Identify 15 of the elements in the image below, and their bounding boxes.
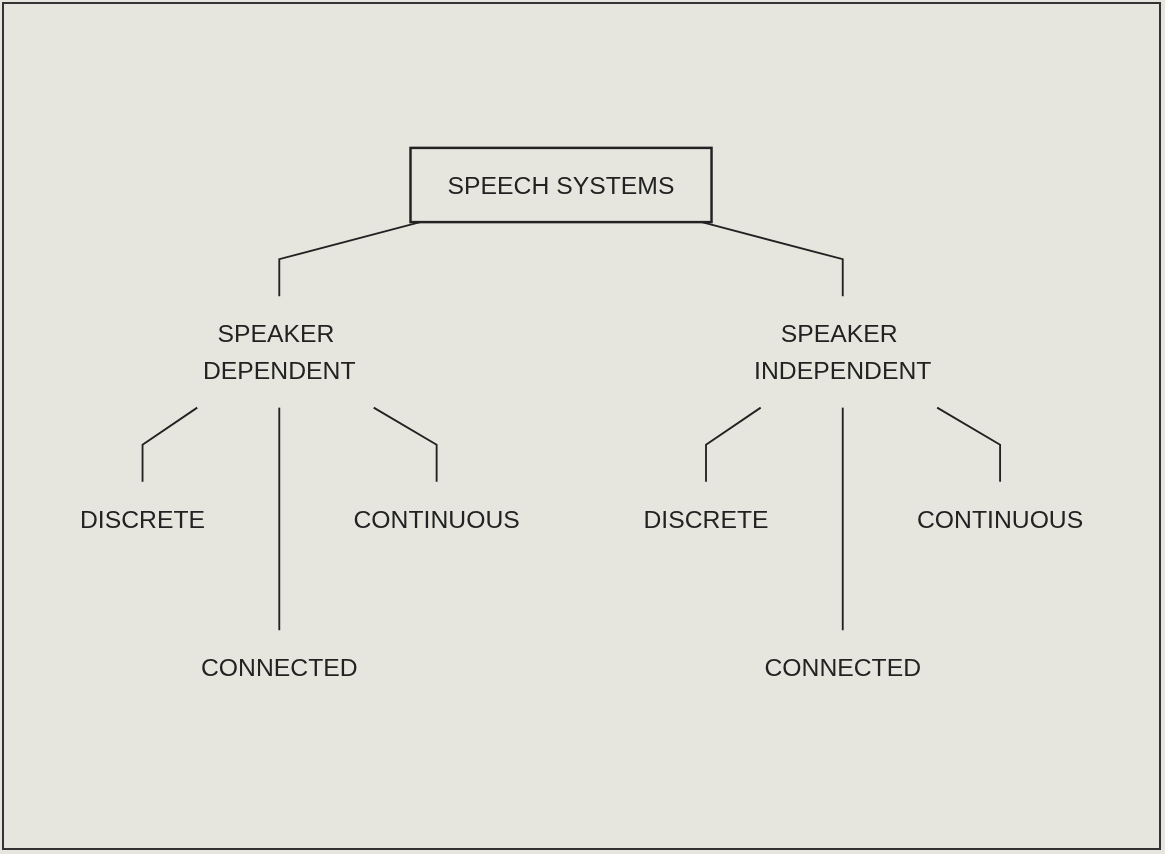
- connector: [141, 406, 199, 483]
- connector: [278, 406, 281, 631]
- node-text: CONTINUOUS: [353, 505, 520, 533]
- node-text: CONNECTED: [764, 653, 921, 681]
- node-text: CONTINUOUS: [916, 505, 1084, 533]
- node-text: DISCRETE: [643, 505, 769, 533]
- node-text: DISCRETE: [79, 505, 205, 533]
- node-text: SPEAKER INDEPENDENT: [753, 319, 932, 384]
- connector: [936, 406, 1001, 483]
- node-text: SPEAKER DEPENDENT: [202, 319, 356, 384]
- connector: [704, 406, 762, 483]
- connector: [372, 406, 438, 483]
- node-text: CONNECTED: [200, 653, 358, 681]
- connector: [841, 406, 844, 631]
- node-box: SPEECH SYSTEMS: [409, 146, 713, 224]
